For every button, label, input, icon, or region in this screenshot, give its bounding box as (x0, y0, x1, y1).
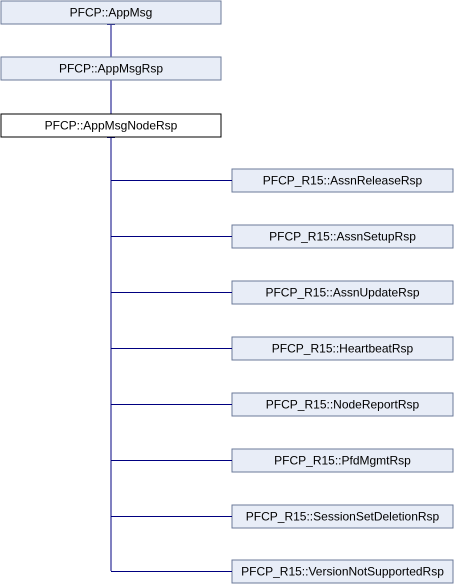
node-appmsgnodersp-current[interactable]: PFCP::AppMsgNodeRsp (0, 113, 222, 138)
node-pfdmgmt[interactable]: PFCP_R15::PfdMgmtRsp (111, 448, 454, 473)
node-heartbeat[interactable]: PFCP_R15::HeartbeatRsp (111, 336, 454, 361)
node-appmsg-label: PFCP::AppMsg (70, 6, 153, 20)
node-nodereport-label: PFCP_R15::NodeReportRsp (266, 398, 420, 412)
node-appmsgrsp-label: PFCP::AppMsgRsp (59, 62, 163, 76)
node-sessionsetdeletion-label: PFCP_R15::SessionSetDeletionRsp (246, 510, 440, 524)
node-assnrelease-label: PFCP_R15::AssnReleaseRsp (263, 174, 423, 188)
node-appmsgnodersp-label: PFCP::AppMsgNodeRsp (45, 119, 178, 133)
derived-nodes: PFCP_R15::AssnReleaseRsp PFCP_R15::AssnS… (111, 168, 454, 584)
node-nodereport[interactable]: PFCP_R15::NodeReportRsp (111, 392, 454, 417)
node-appmsg[interactable]: PFCP::AppMsg (0, 0, 222, 25)
node-assnsetup-label: PFCP_R15::AssnSetupRsp (269, 230, 416, 244)
node-heartbeat-label: PFCP_R15::HeartbeatRsp (272, 342, 414, 356)
node-assnrelease[interactable]: PFCP_R15::AssnReleaseRsp (111, 168, 454, 193)
node-assnupdate[interactable]: PFCP_R15::AssnUpdateRsp (111, 280, 454, 305)
node-assnupdate-label: PFCP_R15::AssnUpdateRsp (265, 286, 419, 300)
node-appmsgrsp[interactable]: PFCP::AppMsgRsp (0, 56, 222, 81)
node-sessionsetdeletion[interactable]: PFCP_R15::SessionSetDeletionRsp (111, 504, 454, 529)
node-versionnotsupported-label: PFCP_R15::VersionNotSupportedRsp (241, 565, 444, 579)
node-pfdmgmt-label: PFCP_R15::PfdMgmtRsp (274, 454, 411, 468)
node-assnsetup[interactable]: PFCP_R15::AssnSetupRsp (111, 224, 454, 249)
node-versionnotsupported[interactable]: PFCP_R15::VersionNotSupportedRsp (111, 559, 454, 584)
